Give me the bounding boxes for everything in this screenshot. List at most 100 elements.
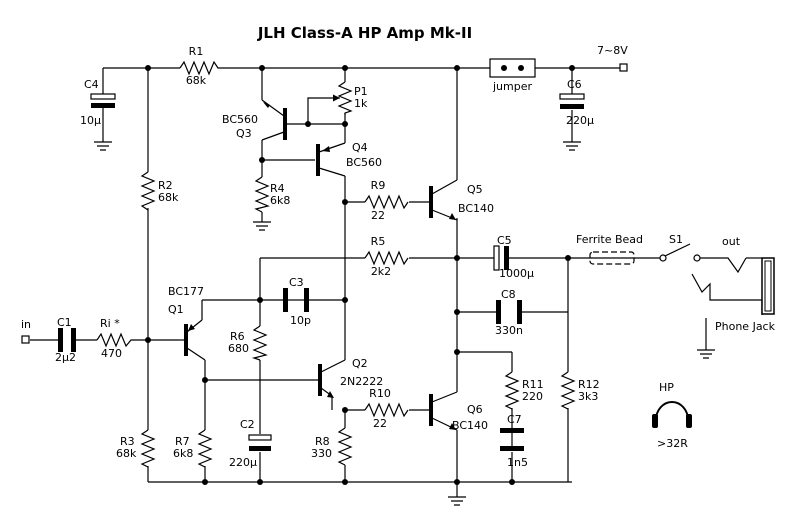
c5-value: 1000µ	[499, 267, 534, 280]
q6-name: Q6	[467, 403, 483, 416]
r7-name: R7	[175, 435, 190, 448]
p1-value: 1k	[354, 97, 368, 110]
s1-name: S1	[669, 233, 683, 246]
resistor-r1: R1 68k	[179, 45, 220, 87]
c6-value: 220µ	[566, 114, 594, 127]
ri-value: 470	[101, 347, 122, 360]
input-terminal: in	[21, 318, 31, 344]
junctions	[145, 65, 575, 485]
q1-part: BC177	[168, 285, 204, 298]
resistor-r6: R6 680	[228, 325, 268, 361]
capacitor-c5: C5 1000µ	[493, 234, 534, 280]
r3-name: R3	[120, 435, 135, 448]
r6-value: 680	[228, 342, 249, 355]
capacitor-c4: C4 10µ	[80, 78, 116, 127]
jumper: jumper	[489, 58, 536, 93]
r12-name: R12	[578, 378, 600, 391]
resistor-r2: R2 68k	[140, 171, 179, 211]
r6-name: R6	[230, 330, 245, 343]
p1-name: P1	[354, 85, 368, 98]
r9-name: R9	[371, 179, 386, 192]
transistor-q4: Q4 BC560	[316, 141, 382, 177]
c1-name: C1	[57, 316, 72, 329]
resistor-r5: R5 2k2	[364, 235, 409, 278]
c2-value: 220µ	[229, 456, 257, 469]
out-label: out	[722, 235, 741, 248]
resistor-r4: R4 6k8	[254, 176, 290, 213]
c6-name: C6	[567, 78, 582, 91]
potentiometer-p1: P1 1k	[332, 81, 368, 115]
capacitor-c7: C7 1n5	[500, 413, 528, 469]
ferrite-bead: Ferrite Bead	[576, 233, 643, 265]
q6-part: BC140	[452, 419, 488, 432]
supply-label: 7~8V	[597, 44, 628, 57]
diagram-title: JLH Class-A HP Amp Mk-II	[257, 24, 472, 42]
q2-part: 2N2222	[340, 375, 383, 388]
transistor-q5: Q5 BC140	[429, 179, 494, 221]
r8-name: R8	[315, 435, 330, 448]
c8-value: 330n	[495, 324, 523, 337]
capacitor-c2: C2 220µ	[229, 418, 272, 469]
capacitor-c6: C6 220µ	[559, 78, 594, 127]
c3-name: C3	[289, 276, 304, 289]
resistor-r11: R11 220	[504, 371, 544, 410]
c1-value: 2µ2	[55, 351, 76, 364]
r5-name: R5	[371, 235, 386, 248]
r1-name: R1	[189, 45, 204, 58]
r2-name: R2	[158, 179, 173, 192]
r4-name: R4	[270, 182, 285, 195]
resistor-ri: Ri * 470	[96, 317, 132, 360]
c2-name: C2	[240, 418, 255, 431]
q1-name: Q1	[168, 303, 184, 316]
r12-value: 3k3	[578, 390, 598, 403]
q4-name: Q4	[352, 141, 368, 154]
ferrite-label: Ferrite Bead	[576, 233, 643, 246]
hp-impedance-label: >32R	[657, 437, 688, 450]
r10-value: 22	[373, 417, 387, 430]
c7-value: 1n5	[507, 456, 528, 469]
ground-symbols	[94, 141, 715, 506]
phone-jack: Phone Jack	[715, 257, 776, 333]
capacitor-c3: C3 10p	[283, 276, 311, 327]
capacitor-c8: C8 330n	[495, 288, 523, 337]
r7-value: 6k8	[173, 447, 193, 460]
r2-value: 68k	[158, 191, 179, 204]
c3-value: 10p	[290, 314, 311, 327]
r11-name: R11	[522, 378, 544, 391]
resistor-r9: R9 22	[364, 179, 409, 222]
q5-name: Q5	[467, 183, 483, 196]
r8-value: 330	[311, 447, 332, 460]
capacitor-c1: C1 2µ2	[55, 316, 76, 364]
c4-name: C4	[84, 78, 99, 91]
r4-value: 6k8	[270, 194, 290, 207]
r3-value: 68k	[116, 447, 137, 460]
transistor-q3: BC560 Q3	[222, 99, 287, 141]
r11-value: 220	[522, 390, 543, 403]
resistor-r3: R3 68k	[116, 429, 156, 468]
ri-name: Ri *	[100, 317, 120, 330]
c8-name: C8	[501, 288, 516, 301]
transistor-q2: Q2 2N2222	[318, 357, 383, 398]
headphone-icon: HP >32R	[652, 381, 692, 450]
q3-name: Q3	[236, 127, 252, 140]
c5-name: C5	[497, 234, 512, 247]
r5-value: 2k2	[371, 265, 391, 278]
c7-name: C7	[507, 413, 522, 426]
jumper-label: jumper	[492, 80, 532, 93]
q5-part: BC140	[458, 202, 494, 215]
q2-name: Q2	[352, 357, 368, 370]
transistor-q1: BC177 Q1	[168, 285, 206, 361]
resistor-r10: R10 22	[364, 387, 409, 430]
q3-part: BC560	[222, 113, 258, 126]
wires	[30, 67, 763, 497]
q4-part: BC560	[346, 156, 382, 169]
resistor-r7: R7 6k8	[173, 429, 213, 468]
c4-value: 10µ	[80, 114, 101, 127]
transistor-q6: Q6 BC140	[429, 391, 488, 432]
switch-s1: S1 out	[659, 233, 741, 262]
resistor-r8: R8 330	[311, 427, 353, 466]
phone-jack-label: Phone Jack	[715, 320, 776, 333]
hp-label: HP	[659, 381, 674, 394]
